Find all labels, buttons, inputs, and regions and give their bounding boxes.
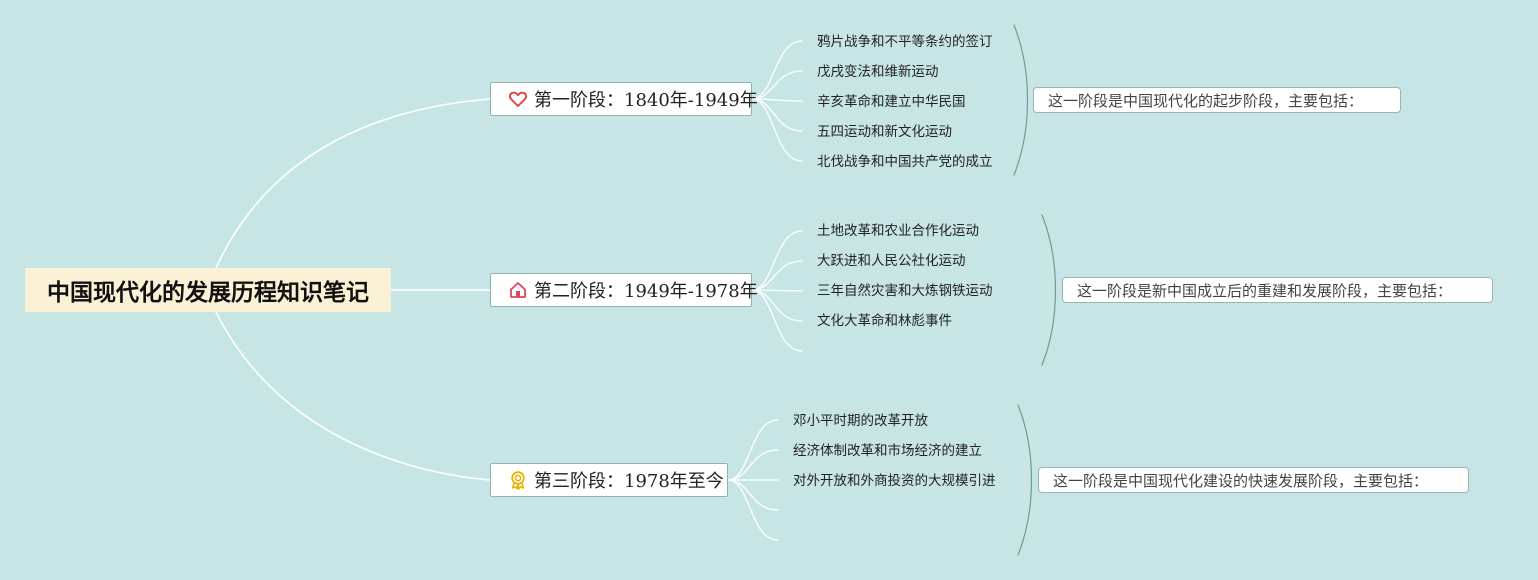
- stage-2-item-4[interactable]: 文化大革命和林彪事件: [817, 313, 952, 329]
- stage-2-item-4-line: [751, 289, 803, 322]
- stage-1-summary-text: 这一阶段是中国现代化的起步阶段，主要包括：: [1048, 91, 1364, 110]
- stage-3-item-1[interactable]: 邓小平时期的改革开放: [793, 413, 928, 429]
- stage-3-topic[interactable]: 第三阶段：1978年至今: [490, 463, 728, 497]
- root-topic-label: 中国现代化的发展历程知识笔记: [47, 280, 369, 306]
- stage-1-item-4-line: [751, 98, 803, 132]
- stage-1-item-5-line: [751, 98, 803, 162]
- stage-3-item-5-line: [727, 479, 779, 541]
- stage-2-item-2[interactable]: 大跃进和人民公社化运动: [817, 253, 966, 269]
- stage-1-label: 第一阶段：1840年-1949年: [534, 90, 758, 111]
- stage-2-summary-text: 这一阶段是新中国成立后的重建和发展阶段，主要包括：: [1077, 281, 1453, 300]
- stage-2-bracket: [1041, 214, 1057, 366]
- stage-1-item-2-line: [751, 70, 803, 100]
- stage-1-item-1-line: [751, 40, 803, 100]
- stage-1-topic[interactable]: 第一阶段：1840年-1949年: [490, 82, 758, 116]
- stage-3-item-3[interactable]: 对外开放和外商投资的大规模引进: [793, 473, 996, 489]
- stage-1-item-3[interactable]: 辛亥革命和建立中华民国: [817, 94, 966, 110]
- root-topic[interactable]: 中国现代化的发展历程知识笔记: [25, 268, 391, 312]
- stage-1-item-1[interactable]: 鸦片战争和不平等条约的签订: [817, 34, 993, 50]
- home-icon: [508, 280, 528, 300]
- stage-2-item-1-line: [751, 230, 803, 291]
- stage-1-summary[interactable]: 这一阶段是中国现代化的起步阶段，主要包括：: [1033, 87, 1401, 113]
- stage-3-item-2-line: [727, 449, 779, 481]
- stage-3-item-4-line: [727, 479, 779, 511]
- stage-2-topic[interactable]: 第二阶段：1949年-1978年: [490, 273, 758, 307]
- stage-1-item-5[interactable]: 北伐战争和中国共产党的成立: [817, 154, 993, 170]
- root-to-stage-3-line: [215, 311, 491, 481]
- stage-1-bracket: [1013, 24, 1029, 176]
- stage-3-summary-text: 这一阶段是中国现代化建设的快速发展阶段，主要包括：: [1053, 471, 1429, 490]
- stage-3-bracket: [1017, 404, 1033, 556]
- heart-icon: [508, 89, 528, 109]
- stage-1-item-2[interactable]: 戊戌变法和维新运动: [817, 64, 939, 80]
- stage-3-summary[interactable]: 这一阶段是中国现代化建设的快速发展阶段，主要包括：: [1038, 467, 1469, 493]
- stage-2-item-1[interactable]: 土地改革和农业合作化运动: [817, 223, 979, 239]
- stage-2-label: 第二阶段：1949年-1978年: [534, 281, 758, 302]
- stage-1-item-4[interactable]: 五四运动和新文化运动: [817, 124, 952, 140]
- stage-2-item-5-line: [751, 289, 803, 352]
- stage-3-item-1-line: [727, 419, 779, 481]
- stage-2-summary[interactable]: 这一阶段是新中国成立后的重建和发展阶段，主要包括：: [1062, 277, 1493, 303]
- root-to-stage-1-line: [215, 98, 491, 269]
- award-ribbon-icon: [508, 470, 528, 490]
- stage-3-item-2[interactable]: 经济体制改革和市场经济的建立: [793, 443, 982, 459]
- stage-2-item-3[interactable]: 三年自然灾害和大炼钢铁运动: [817, 283, 993, 299]
- stage-3-label: 第三阶段：1978年至今: [534, 471, 724, 492]
- stage-2-item-2-line: [751, 260, 803, 291]
